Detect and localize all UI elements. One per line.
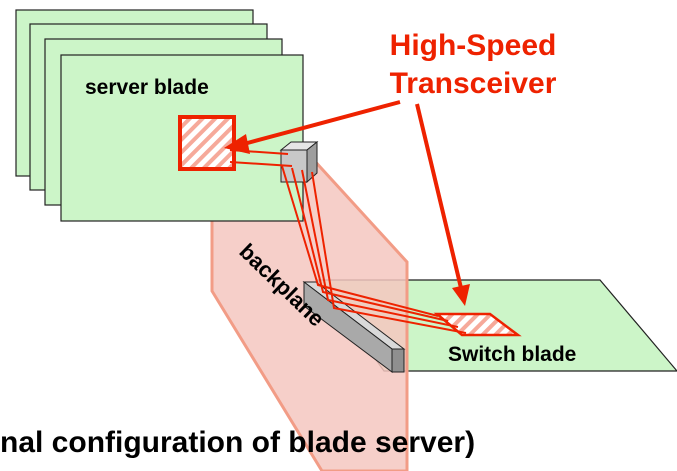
- signal-lanes: [229, 149, 467, 334]
- server-blade-stack: [15, 9, 304, 222]
- transceiver-label-line2: Transceiver: [390, 67, 557, 100]
- figure-caption: nal configuration of blade server): [0, 426, 475, 459]
- arrow-to-server-transceiver: [239, 100, 401, 147]
- signal-lane: [281, 165, 439, 317]
- transceiver-label-line1: High-Speed: [390, 29, 557, 62]
- signal-lane: [229, 161, 293, 167]
- signal-lane: [311, 171, 467, 334]
- arrowhead-switch: [452, 284, 470, 306]
- arrowhead-server: [224, 134, 250, 154]
- switch-transceiver-chip: [433, 312, 522, 337]
- server-blade-label: server blade: [85, 76, 209, 99]
- blade-connector-cube: [279, 140, 319, 184]
- arrow-to-switch-transceiver: [415, 103, 463, 289]
- signal-lane: [291, 167, 449, 322]
- signal-lane: [301, 169, 459, 328]
- backplane-connector: [302, 280, 406, 373]
- callout-arrows: [224, 100, 470, 306]
- server-transceiver-chip: [178, 115, 236, 171]
- switch-blade-label: Switch blade: [448, 343, 576, 366]
